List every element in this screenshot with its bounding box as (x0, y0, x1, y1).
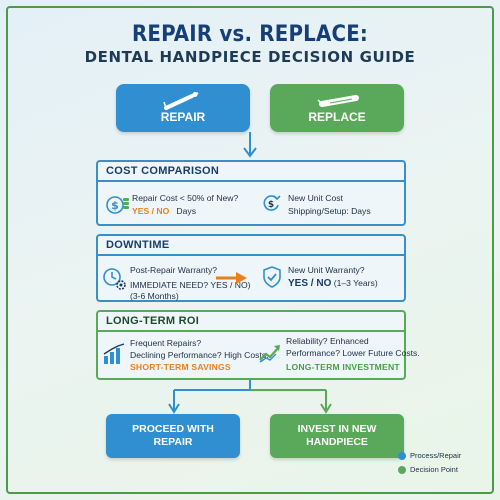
post-repair-warranty-question: Post-Repair Warranty? (130, 265, 218, 275)
reliability-question: Reliability? Enhanced (286, 336, 369, 346)
growth-arrow-icon (259, 345, 280, 363)
proceed-label-line2: REPAIR (153, 436, 193, 448)
cost-comparison-heading: COST COMPARISON (98, 162, 404, 182)
long-term-roi-panel: LONG-TERM ROI Frequent Repairs? Declinin… (96, 310, 420, 380)
clock-gear-icon (103, 268, 126, 290)
proceed-label-line1: PROCEED WITH (132, 423, 214, 435)
warranty-yes-no: YES / NO (288, 278, 332, 289)
decision-connector (168, 380, 332, 414)
arrow-right-icon (216, 272, 247, 284)
repair-option-label: REPAIR (160, 110, 206, 124)
repair-cost-question: Repair Cost < 50% of New? (132, 193, 239, 203)
frequent-repairs-question: Frequent Repairs? (130, 338, 202, 348)
shipping-setup-label: Shipping/Setup: Days (288, 206, 371, 216)
invest-label-line2: HANDPIECE (306, 436, 368, 448)
cost-comparison-panel: COST COMPARISON $ Repair Cost < 50% of N… (96, 160, 406, 226)
shield-check-icon (263, 266, 281, 288)
handpiece-icon (163, 92, 199, 110)
proceed-with-repair-button[interactable]: PROCEED WITH REPAIR (106, 414, 240, 458)
new-unit-warranty-duration: (1–3 Years) (333, 278, 378, 288)
invest-in-new-handpiece-button[interactable]: INVEST IN NEW HANDPIECE (270, 414, 404, 458)
green-dot-icon (398, 466, 406, 474)
replace-option-button[interactable]: REPLACE (270, 84, 404, 132)
legend-process-label: Process/Repair (410, 451, 462, 460)
downtime-heading: DOWNTIME (98, 236, 404, 256)
cost-days-label: Days (176, 206, 197, 216)
enhanced-performance-question: Performance? Lower Future Costs. (286, 348, 420, 358)
downtime-panel: DOWNTIME Post-Repair Warranty? IMMEDIATE… (96, 234, 406, 302)
immediate-need-question: IMMEDIATE NEED? YES / NO) (130, 280, 251, 290)
handpiece-icon (317, 95, 359, 107)
legend-decision-label: Decision Point (410, 465, 458, 474)
diagram-title: REPAIR vs. REPLACE: (131, 22, 369, 47)
blue-dot-icon (398, 452, 406, 460)
declining-performance-question: Declining Performance? High Costs. (130, 350, 269, 360)
invest-label-line1: INVEST IN NEW (297, 423, 377, 435)
long-term-investment-tag: LONG-TERM INVESTMENT (286, 362, 400, 372)
svg-text:$: $ (111, 199, 119, 212)
bar-trend-icon (103, 343, 125, 364)
arrow-down-icon (243, 132, 257, 158)
cost-yes-no: YES / NO (132, 206, 170, 216)
repair-warranty-duration: (3-6 Months) (130, 291, 179, 301)
dollar-coins-icon: $ (106, 196, 129, 214)
diagram-subtitle: DENTAL HANDPIECE DECISION GUIDE (84, 48, 416, 66)
dollar-cycle-icon: $ (263, 195, 281, 211)
long-term-roi-heading: LONG-TERM ROI (98, 312, 404, 332)
repair-option-button[interactable]: REPAIR (116, 84, 250, 132)
new-unit-cost-label: New Unit Cost (288, 193, 343, 203)
replace-option-label: REPLACE (308, 110, 366, 124)
svg-text:$: $ (268, 200, 274, 210)
new-unit-warranty-question: New Unit Warranty? (288, 265, 365, 275)
short-term-savings-tag: SHORT-TERM SAVINGS (130, 362, 231, 372)
